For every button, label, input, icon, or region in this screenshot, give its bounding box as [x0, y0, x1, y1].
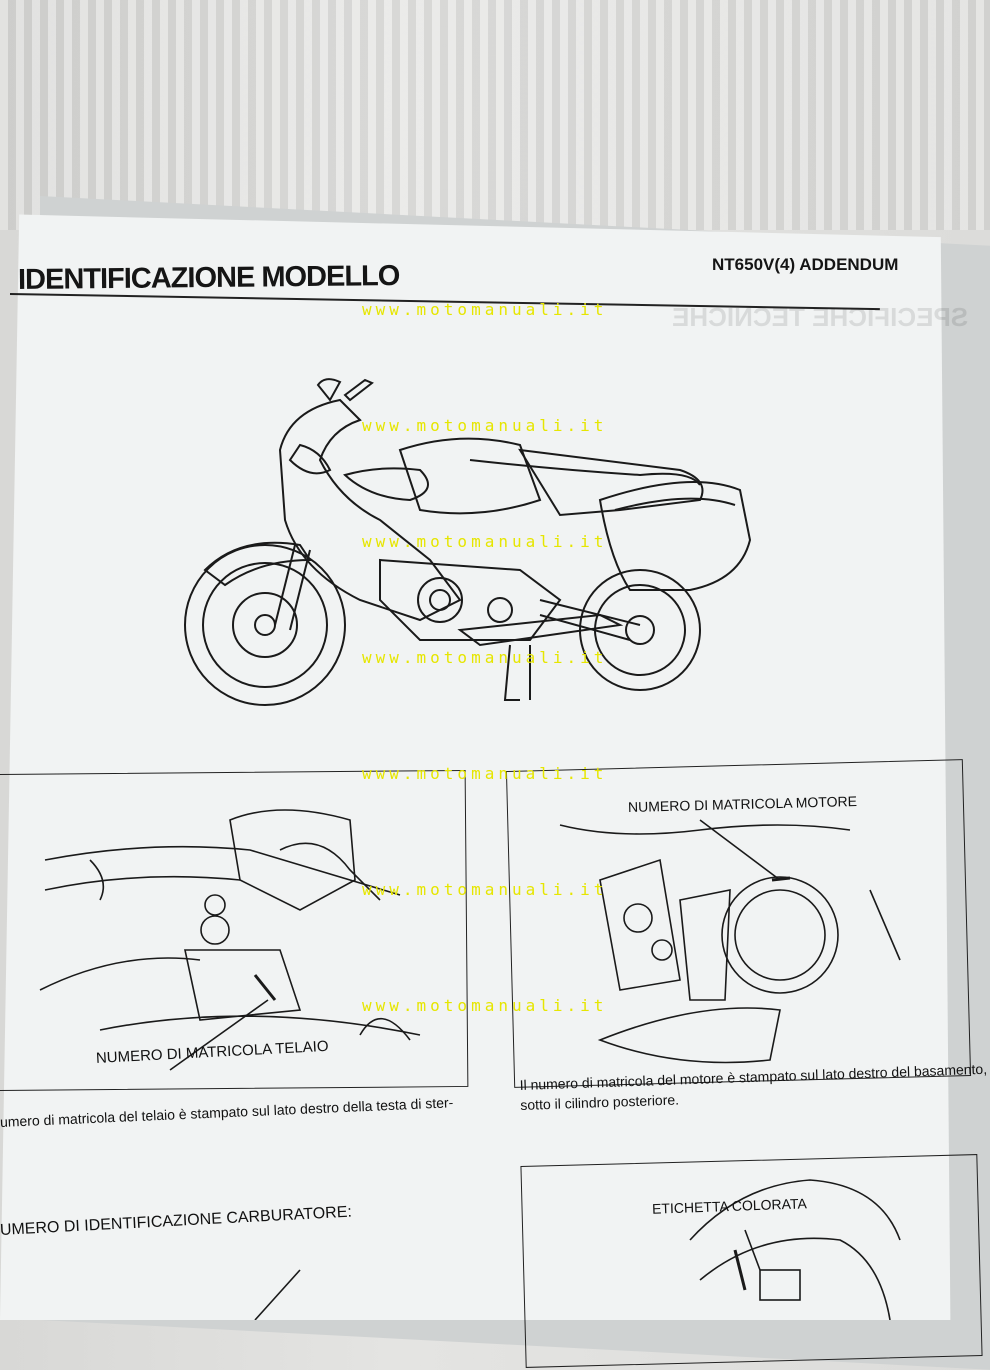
- background-surface: [0, 0, 990, 230]
- watermark: www.motomanuali.it: [362, 996, 608, 1015]
- watermark: www.motomanuali.it: [362, 764, 608, 783]
- watermark: www.motomanuali.it: [362, 300, 608, 319]
- detail-illustrations: [39, 809, 901, 1320]
- manual-page: [0, 214, 951, 1320]
- motorcycle-illustration: [184, 378, 752, 706]
- watermark: www.motomanuali.it: [362, 648, 608, 667]
- manual-header: NT650V(4) ADDENDUM: [712, 255, 899, 274]
- watermark: www.motomanuali.it: [362, 532, 608, 551]
- watermark: www.motomanuali.it: [362, 880, 608, 899]
- watermark: www.motomanuali.it: [362, 416, 608, 435]
